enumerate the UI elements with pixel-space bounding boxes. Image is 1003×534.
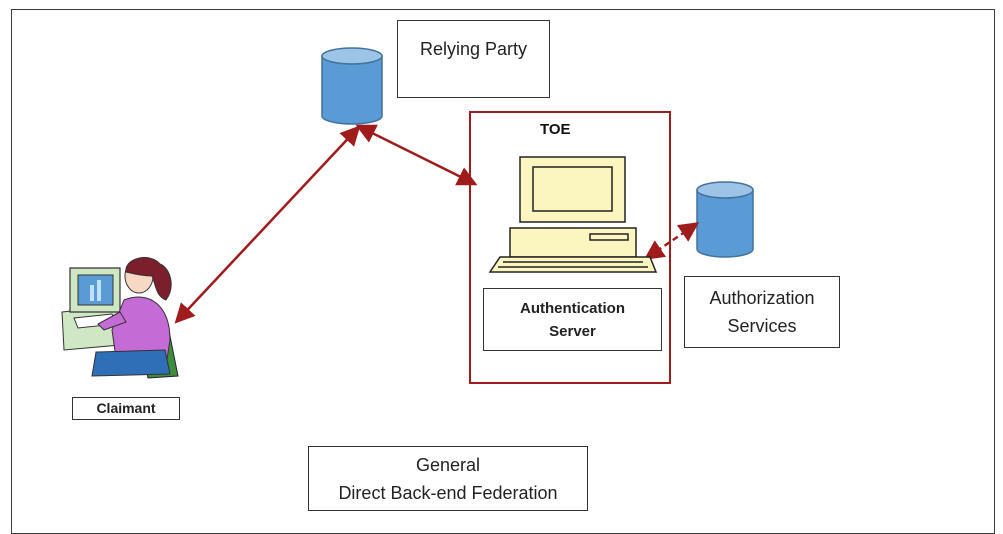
authentication-server-label: Authentication Server bbox=[483, 288, 662, 351]
auth-server-authorization-arrow bbox=[643, 222, 700, 260]
authorization-services-label: Authorization Services bbox=[684, 276, 840, 348]
relying-party-toe-arrow bbox=[355, 124, 478, 186]
toe-label: TOE bbox=[540, 121, 571, 138]
database-icon bbox=[321, 47, 383, 125]
claimant-label: Claimant bbox=[72, 397, 180, 420]
computer-icon bbox=[488, 156, 658, 273]
claimant-relying-party-arrow bbox=[174, 125, 361, 324]
user-at-computer-icon bbox=[61, 257, 179, 379]
database-icon bbox=[696, 181, 754, 258]
relying-party-label: Relying Party bbox=[397, 20, 550, 98]
general-federation-label: General Direct Back-end Federation bbox=[308, 446, 588, 511]
